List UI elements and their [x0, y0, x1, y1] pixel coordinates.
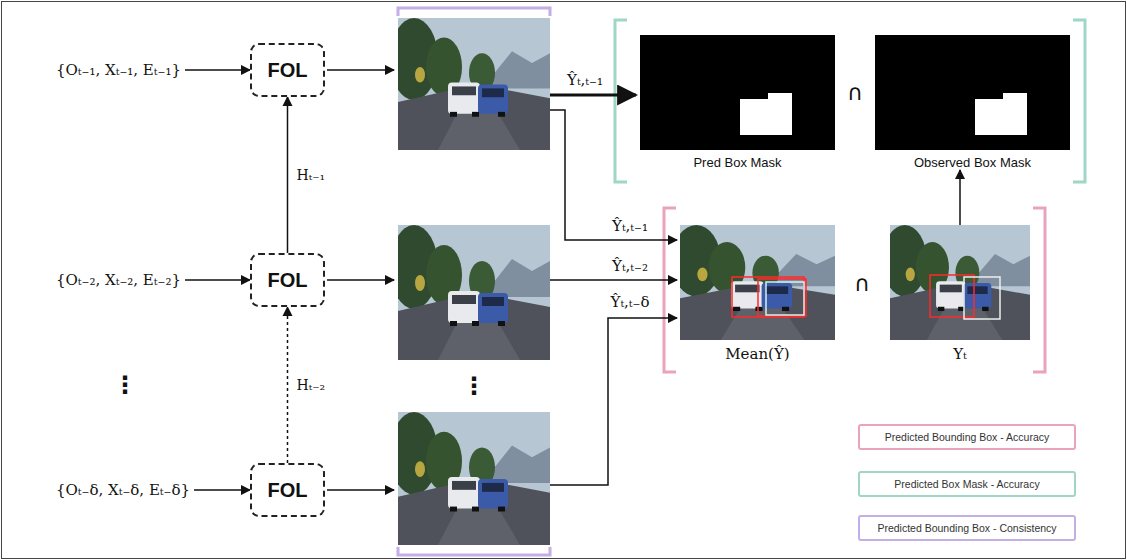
- panel-picture: [640, 35, 835, 150]
- panel-picture: [890, 225, 1030, 340]
- output-arrow: [327, 69, 394, 71]
- ellipsis-mark: ⋮: [113, 371, 137, 399]
- frame-image: [890, 225, 1030, 340]
- input-label: {Oₜ₋₂, Xₜ₋₂, Eₜ₋₂}: [56, 271, 181, 289]
- fol-module: FOL: [250, 463, 325, 517]
- intersection-sign: ∩: [847, 80, 863, 105]
- legend-swatch: Predicted Bounding Box - Consistency: [858, 515, 1076, 541]
- box-bracket: [664, 208, 676, 372]
- input-label: {Oₜ₋₁, Xₜ₋₁, Eₜ₋₁}: [56, 61, 181, 79]
- ellipsis-mark: ⋮: [462, 372, 486, 400]
- image-panel: Mean(Ŷ): [680, 225, 835, 363]
- mask-bracket: [1073, 20, 1085, 182]
- bounding-box: [766, 282, 804, 315]
- prediction-label: Ŷₜ,ₜ₋δ: [610, 293, 649, 311]
- intersection-sign: ∩: [854, 271, 870, 296]
- flow-arrow: [959, 170, 961, 225]
- mask-panel: Pred Box Mask: [640, 35, 835, 170]
- legend-swatch: Predicted Bounding Box - Accuracy: [858, 424, 1076, 450]
- prediction-label: Ŷₜ,ₜ₋₁: [612, 217, 648, 235]
- input-label: {Oₜ₋δ, Xₜ₋δ, Eₜ₋δ}: [56, 481, 190, 499]
- mask-panel: Observed Box Mask: [875, 35, 1070, 170]
- output-arrow: [327, 489, 394, 491]
- bounding-box: [758, 279, 806, 316]
- consistency-bracket: [398, 547, 550, 555]
- legend-text: Predicted Bounding Box - Accuracy: [885, 431, 1050, 443]
- output-arrow: [327, 279, 394, 281]
- flow-arrow: [194, 489, 250, 491]
- flow-arrow: [287, 307, 289, 463]
- box-mask: [640, 35, 835, 150]
- box-bracket: [1033, 208, 1045, 372]
- flow-arrow: [185, 69, 250, 71]
- bounding-box: [964, 277, 1000, 319]
- input-tuple: {Oₜ₋δ, Xₜ₋δ, Eₜ₋δ}: [52, 479, 194, 501]
- flow-arrow: [185, 279, 250, 281]
- fol-module: FOL: [250, 253, 325, 307]
- bounding-box: [732, 277, 804, 317]
- prediction-label: Ŷₜ,ₜ₋₂: [612, 257, 648, 275]
- frame-thumbnail: [390, 225, 550, 360]
- module-name: FOL: [268, 59, 308, 82]
- legend-text: Predicted Box Mask - Accuracy: [894, 478, 1039, 490]
- input-tuple: {Oₜ₋₂, Xₜ₋₂, Eₜ₋₂}: [52, 269, 185, 291]
- consistency-bracket: [398, 8, 550, 16]
- fol-module: FOL: [250, 43, 325, 97]
- prediction-arrow: [550, 318, 677, 485]
- panel-picture: [875, 35, 1070, 150]
- frame-thumbnail: [390, 412, 550, 545]
- prediction-arrow: [550, 94, 636, 97]
- panel-caption: Pred Box Mask: [640, 155, 835, 170]
- module-name: FOL: [268, 269, 308, 292]
- frame-thumbnail: [390, 18, 550, 150]
- legend-text: Predicted Bounding Box - Consistency: [877, 522, 1056, 534]
- frame-image: [680, 225, 835, 340]
- panel-picture: [680, 225, 835, 340]
- panel-caption: Observed Box Mask: [875, 155, 1070, 170]
- image-panel: Yₜ: [890, 225, 1030, 363]
- bounding-box: [930, 275, 974, 317]
- panel-caption: Yₜ: [890, 345, 1030, 363]
- prediction-arrow: [550, 279, 677, 281]
- legend-swatch: Predicted Box Mask - Accuracy: [858, 471, 1076, 497]
- prediction-label: Ŷₜ,ₜ₋₁: [567, 71, 603, 89]
- hidden-state-label: Hₜ₋₁: [295, 167, 328, 183]
- panel-caption: Mean(Ŷ): [680, 345, 835, 363]
- box-mask: [875, 35, 1070, 150]
- mask-bracket: [615, 20, 627, 182]
- flow-arrow: [287, 97, 289, 253]
- module-name: FOL: [268, 479, 308, 502]
- hidden-state-label: Hₜ₋₂: [295, 377, 328, 393]
- input-tuple: {Oₜ₋₁, Xₜ₋₁, Eₜ₋₁}: [52, 59, 185, 81]
